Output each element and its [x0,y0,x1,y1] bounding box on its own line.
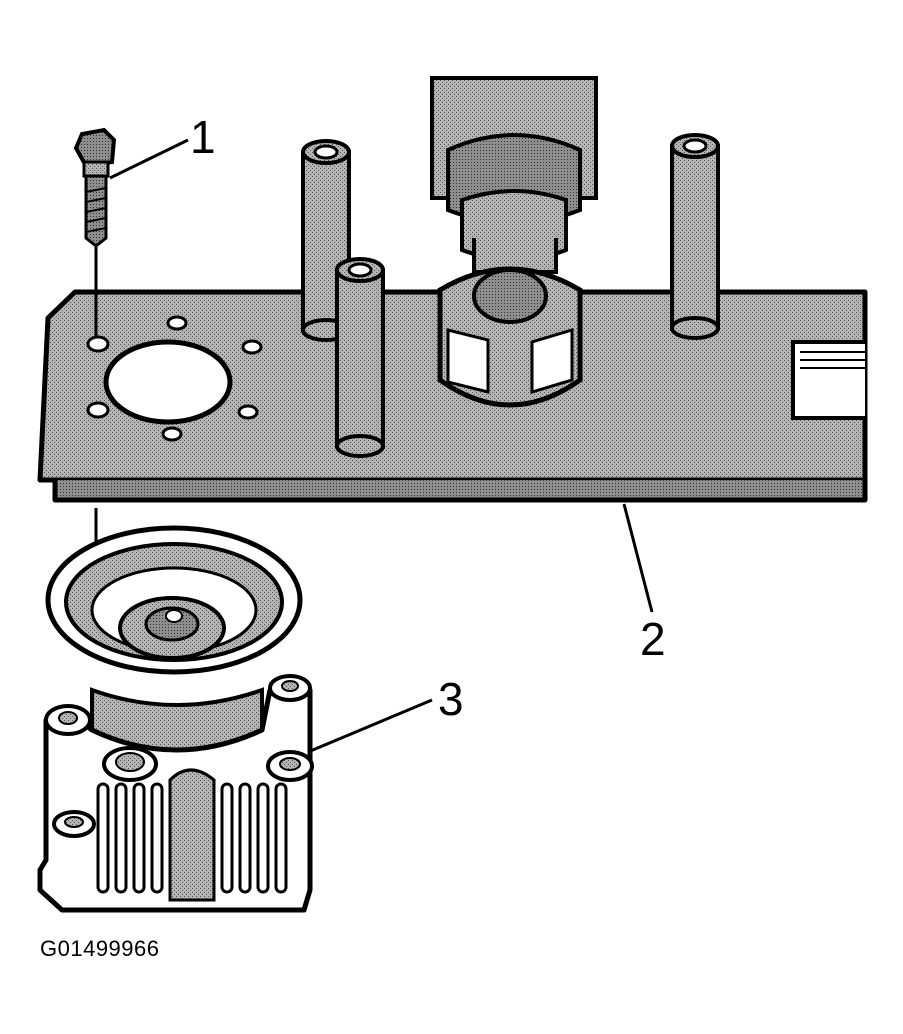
press-adapter [437,266,583,408]
press-ram [430,76,598,274]
figure-id: G01499966 [40,936,160,961]
housing [37,525,314,913]
callout-housing: 3 [438,673,464,725]
callout-bolt: 1 [190,111,216,163]
post-right [670,133,720,340]
bolt [73,127,117,248]
post-left-front [335,257,385,458]
callout-plate: 2 [640,613,666,665]
leader-lines [109,138,654,754]
